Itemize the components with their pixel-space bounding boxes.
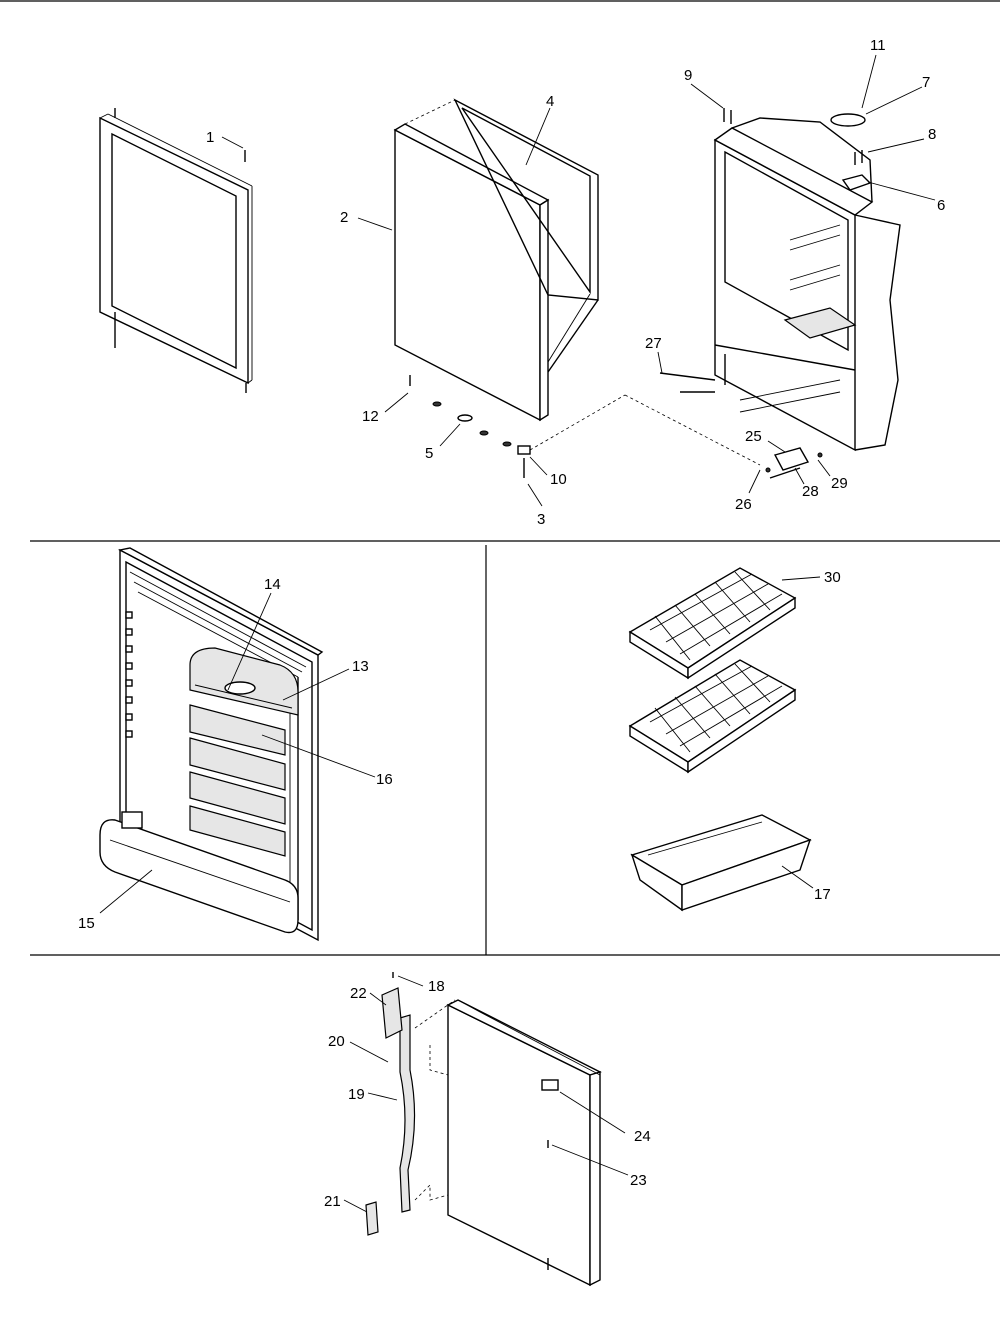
- callout-23: 23: [630, 1172, 647, 1189]
- door-trim-frame: [99, 108, 253, 393]
- section4-leaders: [343, 975, 629, 1213]
- liner-bumps: [125, 611, 133, 738]
- door-shelves: [189, 704, 286, 857]
- door-bottom-hardware: [409, 375, 761, 478]
- bottom-hinge-parts: [765, 447, 823, 479]
- callout-14: 14: [264, 576, 281, 593]
- section-door-cabinet: [99, 54, 936, 507]
- callout-30: 30: [824, 569, 841, 586]
- callout-17: 17: [814, 886, 831, 903]
- callout-9: 9: [684, 67, 692, 84]
- callout-3: 3: [537, 511, 545, 528]
- callout-24: 24: [634, 1128, 651, 1145]
- ice-tray-lower: [628, 659, 797, 774]
- nameplate: [541, 1079, 559, 1091]
- section-ice-trays: [628, 567, 821, 912]
- section-door-handle: [343, 972, 629, 1287]
- callout-28: 28: [802, 483, 819, 500]
- callout-7: 7: [922, 74, 930, 91]
- callout-20: 20: [328, 1033, 345, 1050]
- callout-27: 27: [645, 335, 662, 352]
- bottom-door-bin: [99, 811, 299, 934]
- callout-2: 2: [340, 209, 348, 226]
- callout-6: 6: [937, 197, 945, 214]
- callout-12: 12: [362, 408, 379, 425]
- ice-storage-bin: [630, 814, 812, 912]
- callout-25: 25: [745, 428, 762, 445]
- callout-19: 19: [348, 1086, 365, 1103]
- callout-21: 21: [324, 1193, 341, 1210]
- callout-10: 10: [550, 471, 567, 488]
- callout-8: 8: [928, 126, 936, 143]
- callout-15: 15: [78, 915, 95, 932]
- callout-4: 4: [546, 93, 554, 110]
- ice-tray-upper: [628, 567, 797, 680]
- door-outer-panel: [393, 99, 550, 422]
- callout-29: 29: [831, 475, 848, 492]
- callout-22: 22: [350, 985, 367, 1002]
- callout-18: 18: [428, 978, 445, 995]
- callout-1: 1: [206, 129, 214, 146]
- section-door-liner: [99, 547, 376, 942]
- refrigerator-cabinet: [659, 117, 901, 452]
- section1-leaders: [221, 54, 936, 507]
- handle-cap-top: [381, 987, 403, 1039]
- callout-5: 5: [425, 445, 433, 462]
- door-handle: [399, 1014, 416, 1213]
- dairy-compartment: [189, 647, 299, 716]
- door-gasket: [453, 98, 599, 373]
- section2-leaders: [99, 592, 376, 914]
- section3-leaders: [781, 576, 821, 889]
- handle-cap-bottom: [365, 1201, 379, 1236]
- callout-26: 26: [735, 496, 752, 513]
- callout-11: 11: [870, 37, 886, 54]
- callout-16: 16: [376, 771, 393, 788]
- callout-labels: 1 2 3 4 5 6 7 8 9 10 11 12 13 14 15 16 1…: [78, 37, 945, 1210]
- callout-13: 13: [352, 658, 369, 675]
